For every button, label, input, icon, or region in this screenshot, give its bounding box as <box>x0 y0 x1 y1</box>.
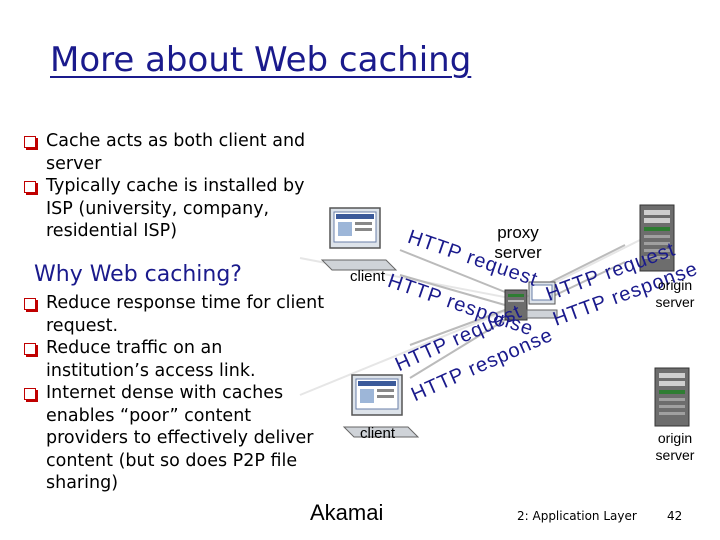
bullet-item: Typically cache is installed by ISP (uni… <box>0 175 330 243</box>
bullet-item: Cache acts as both client and server <box>0 130 330 175</box>
footer-text: 2: Application Layer <box>517 509 637 523</box>
arrow-request-bottom <box>409 309 506 346</box>
client-label: client <box>360 425 396 442</box>
bullet-item: Reduce traffic on an institution’s acces… <box>0 337 330 382</box>
origin-server-label: origin server <box>655 277 695 310</box>
proxy-server-label: proxy server <box>494 223 542 262</box>
client-label: client <box>350 268 386 285</box>
bullet-item: Reduce response time for client request. <box>0 292 330 337</box>
arrow-response-bottom <box>409 319 506 379</box>
arrow-request-origin <box>544 244 626 286</box>
arrow-request-top <box>399 249 506 293</box>
server-tower-icon <box>654 367 690 427</box>
bullet-list-top: Cache acts as both client and server Typ… <box>0 130 330 243</box>
slide-title: More about Web caching <box>50 40 472 80</box>
akamai-label: Akamai <box>310 500 384 525</box>
server-tower-icon <box>639 204 675 272</box>
arrow-response-origin <box>544 261 626 301</box>
desktop-computer-icon <box>342 374 420 438</box>
proxy-server-icon <box>504 281 558 321</box>
desktop-computer-icon <box>320 207 398 271</box>
page-number: 42 <box>667 509 683 523</box>
link-line <box>299 304 521 396</box>
arrow-response-top <box>399 274 506 306</box>
bullet-item: Internet dense with caches enables “poor… <box>0 382 330 495</box>
origin-server-label: origin server <box>655 430 695 463</box>
bullet-list-bottom: Reduce response time for client request.… <box>0 292 330 495</box>
subheading: Why Web caching? <box>34 262 242 287</box>
